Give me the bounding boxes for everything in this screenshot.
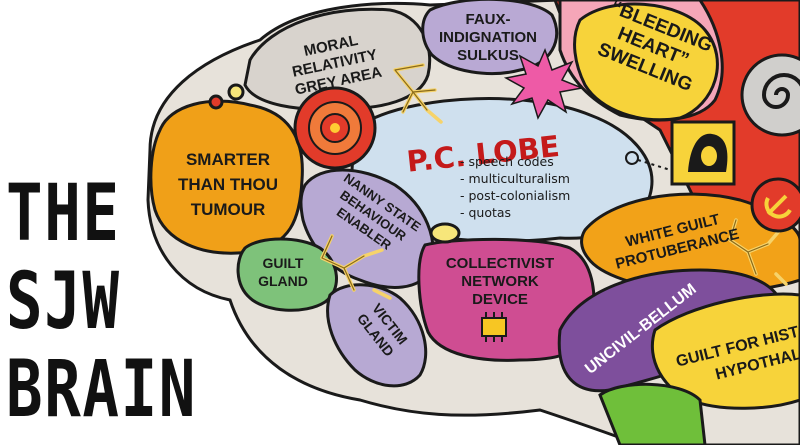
title-line-1: THE [6, 169, 121, 259]
pc-bullet-1: - speech codes [460, 154, 554, 169]
victim-gland-region [326, 283, 428, 388]
smarter-line-2: THAN THOU [178, 175, 278, 194]
poster-title: THE SJW BRAIN [6, 170, 197, 434]
nanny-state-region [299, 168, 435, 289]
title-line-3: BRAIN [6, 345, 197, 435]
faux-indignation-label: FAUX- INDIGNATION SULKUS [439, 11, 537, 64]
faux-line-1: FAUX- [466, 11, 511, 28]
pc-bullet-4: - quotas [460, 205, 511, 220]
dot-yellow [227, 83, 245, 101]
guilt-gland-region [236, 237, 338, 312]
smarter-than-thou-label: SMARTER THAN THOU TUMOUR [178, 150, 278, 219]
smarter-line-3: TUMOUR [191, 200, 266, 219]
faux-line-3: SULKUS [457, 47, 519, 64]
spiral-icon [740, 53, 800, 137]
smarter-than-thou-region [149, 99, 304, 255]
target-icon [293, 86, 377, 170]
guilt-gland-label: GUILT GLAND [258, 255, 308, 289]
neuron-icon [728, 218, 788, 286]
collectivist-label: COLLECTIVIST NETWORK DEVICE [446, 255, 554, 308]
swelling-region [573, 2, 719, 122]
faux-line-2: INDIGNATION [439, 29, 537, 46]
title-line-2: SJW [6, 257, 121, 347]
hammer-sickle-icon [750, 177, 800, 233]
pc-bullet-3: - post-colonialism [460, 188, 570, 203]
dot-red [208, 94, 224, 110]
dot-oval [429, 222, 461, 244]
collectivist-line-3: DEVICE [472, 291, 528, 308]
chip-icon [481, 312, 507, 342]
portrait-icon [670, 120, 736, 186]
guilt-gland-line-1: GUILT [263, 255, 304, 271]
neuron-icon [320, 234, 392, 300]
pc-bullet-2: - multiculturalism [460, 171, 570, 186]
collectivist-line-1: COLLECTIVIST [446, 255, 554, 272]
brain-stem [598, 382, 707, 445]
pc-lobe-bullets: - speech codes - multiculturalism - post… [460, 154, 570, 220]
smarter-line-1: SMARTER [186, 150, 270, 169]
collectivist-line-2: NETWORK [461, 273, 539, 290]
moral-relativity-region [243, 7, 432, 111]
guilt-for-history-region [650, 292, 800, 410]
pointer-circle [625, 151, 639, 165]
neuron-icon [393, 63, 443, 124]
starburst-icon [503, 47, 585, 120]
pointer-line [637, 159, 691, 177]
guilt-gland-line-2: GLAND [258, 273, 308, 289]
